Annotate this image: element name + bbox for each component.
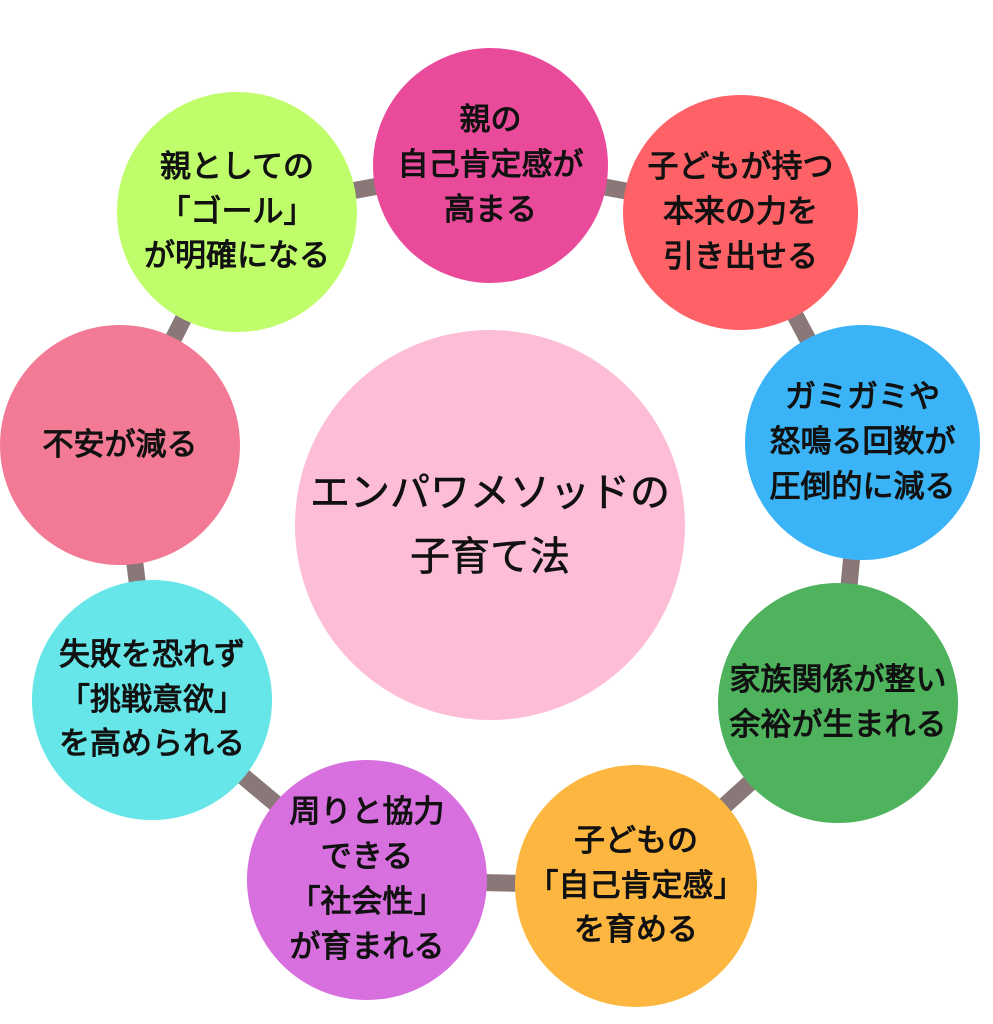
- node-label: 親としての 「ゴール」 が明確になる: [144, 148, 330, 275]
- node-label: 不安が減る: [42, 426, 198, 463]
- center-title: エンパワメソッドの 子育て法: [310, 470, 671, 581]
- node-label: 親の 自己肯定感が 高まる: [397, 102, 584, 228]
- node-less-anxiety: 不安が減る: [0, 325, 240, 565]
- node-challenge: 失敗を恐れず 「挑戦意欲」 を高められる: [32, 580, 272, 820]
- node-label: ガミガミや 怒鳴る回数が 圧倒的に減る: [769, 379, 956, 505]
- node-family-relations: 家族関係が整い 余裕が生まれる: [718, 583, 958, 823]
- node-parent-goal: 親としての 「ゴール」 が明確になる: [117, 92, 357, 332]
- node-label: 子どもが持つ 本来の力を 引き出せる: [647, 149, 834, 275]
- node-label: 失敗を恐れず 「挑戦意欲」 を高められる: [59, 636, 245, 763]
- node-less-yelling: ガミガミや 怒鳴る回数が 圧倒的に減る: [745, 325, 980, 560]
- node-parent-self-esteem: 親の 自己肯定感が 高まる: [373, 48, 608, 283]
- node-sociality: 周りと協力 できる 「社会性」 が育まれる: [247, 760, 487, 1000]
- node-child-self-esteem: 子どもの 「自己肯定感」 を育める: [515, 765, 757, 1007]
- node-label: 周りと協力 できる 「社会性」 が育まれる: [289, 794, 445, 965]
- node-label: 子どもの 「自己肯定感」 を育める: [527, 822, 745, 949]
- node-child-power: 子どもが持つ 本来の力を 引き出せる: [623, 95, 858, 330]
- connector-polygon: [111, 157, 871, 895]
- center-circle: エンパワメソッドの 子育て法: [295, 330, 685, 720]
- node-label: 家族関係が整い 余裕が生まれる: [729, 662, 947, 743]
